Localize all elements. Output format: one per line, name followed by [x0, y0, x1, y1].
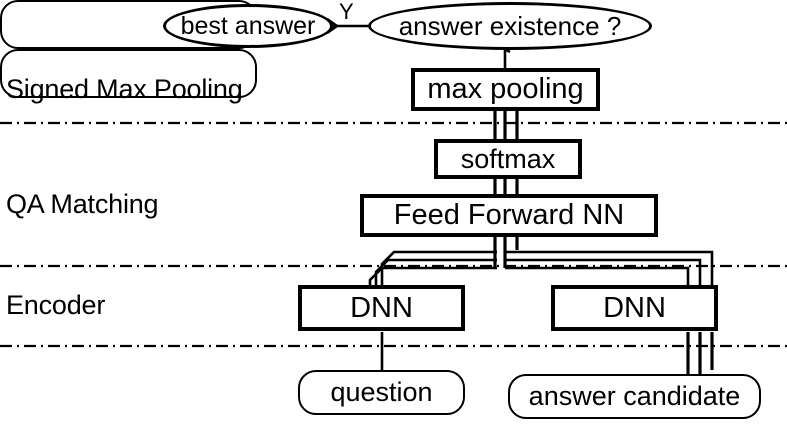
ellipse-answer-existence[interactable]: answer existence ? — [368, 2, 652, 50]
input-answer-candidate[interactable]: answer candidate — [508, 374, 761, 419]
box-dnn-answer[interactable]: DNN — [551, 285, 718, 331]
row-label-encoder: Encoder — [6, 290, 106, 320]
bus-right-answer — [505, 250, 714, 293]
box-feed-forward-nn[interactable]: Feed Forward NN — [360, 194, 658, 237]
row-label-qa-matching: QA Matching — [6, 189, 159, 219]
row-label-signed-max-pooling: Signed Max Pooling — [6, 74, 243, 104]
rails-ffnn-softmax — [493, 178, 519, 196]
box-softmax[interactable]: softmax — [434, 139, 582, 179]
edge-label-y: Y — [339, 0, 354, 24]
input-question[interactable]: question — [298, 370, 465, 415]
box-max-pooling[interactable]: max pooling — [411, 68, 600, 111]
box-dnn-question[interactable]: DNN — [298, 285, 465, 331]
rails-softmax-maxpool — [493, 110, 519, 139]
input-answer-candidate-stack-mid — [0, 49, 257, 98]
ellipse-best-answer[interactable]: best answer — [163, 4, 333, 48]
